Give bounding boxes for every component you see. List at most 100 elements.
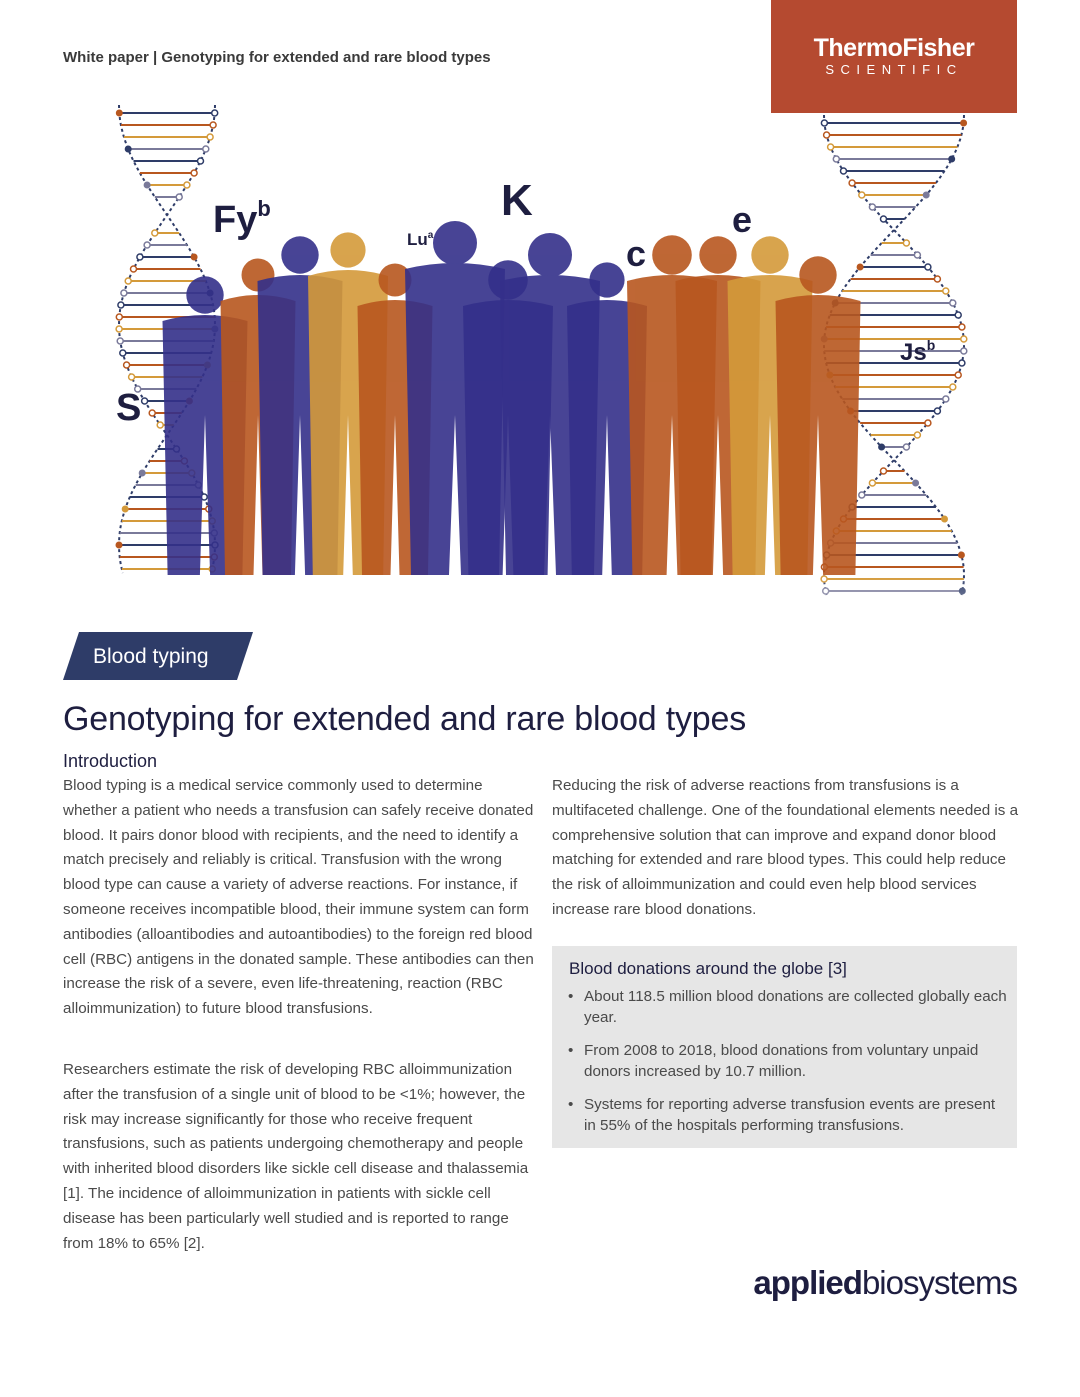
antigen-label-lua: Lua (407, 230, 434, 249)
person-head (652, 235, 692, 275)
logo-line-1: ThermoFisher (813, 34, 975, 62)
dna-node (140, 397, 149, 405)
hero-illustration: Fyb Lua K c e Jsb S (90, 104, 990, 655)
sidebar-facts-box: Blood donations around the globe [3] •Ab… (552, 946, 1017, 1148)
page-title: Genotyping for extended and rare blood t… (63, 700, 747, 738)
dna-dot (941, 515, 948, 523)
dna-node (119, 349, 127, 357)
person-silhouette (775, 256, 861, 575)
dna-node (924, 419, 932, 427)
person-body (775, 295, 861, 575)
dna-node (902, 239, 911, 247)
dna-dot (856, 263, 864, 271)
list-item: •From 2008 to 2018, blood donations from… (568, 1040, 1008, 1082)
dna-node (942, 287, 950, 295)
dna-dot (138, 469, 146, 477)
list-item: •Systems for reporting adverse transfusi… (568, 1094, 1008, 1136)
dna-dot (115, 541, 123, 549)
people-silhouettes-icon (162, 221, 861, 575)
dna-node (879, 467, 888, 475)
dna-node (832, 155, 841, 163)
person-head (528, 233, 572, 277)
dna-dot (960, 119, 968, 127)
dna-node (124, 277, 132, 285)
dna-node (933, 407, 942, 415)
dna-node (151, 229, 159, 237)
dna-node (868, 203, 877, 211)
antigen-label-e: e (732, 199, 752, 240)
dna-node (958, 359, 966, 367)
dna-node (148, 409, 156, 417)
dna-node (839, 167, 848, 175)
brand-part-2: biosystems (861, 1264, 1018, 1301)
person-head (186, 276, 224, 314)
person-head (699, 236, 737, 274)
dna-node (820, 119, 829, 127)
dna-node (902, 443, 911, 451)
dna-dot (115, 109, 123, 117)
dna-node (115, 313, 124, 321)
dna-dot (912, 479, 920, 487)
dna-node (858, 491, 866, 499)
antigen-label-k: K (501, 176, 533, 225)
sidebar-facts-heading: Blood donations around the globe [3] (569, 959, 847, 978)
dna-node (156, 421, 164, 429)
person-head (751, 236, 789, 274)
intro-paragraph-1: Blood typing is a medical service common… (63, 777, 534, 1018)
dna-node (960, 335, 968, 343)
dna-dot (124, 145, 132, 153)
intro-paragraph-3: Reducing the risk of adverse reactions f… (552, 777, 1019, 918)
dna-node (848, 179, 856, 187)
dna-node (960, 347, 968, 355)
dna-node (858, 191, 866, 199)
person-head (330, 232, 366, 268)
thermo-fisher-logo: ThermoFisher SCIENTIFIC (771, 0, 1017, 113)
dna-dot (143, 181, 151, 189)
dna-node (122, 361, 131, 369)
bullet-icon: • (568, 988, 574, 1005)
dna-dot (121, 505, 129, 513)
dna-node (822, 131, 831, 139)
person-head (281, 236, 319, 274)
dna-node (826, 143, 835, 151)
dna-node (196, 157, 205, 165)
dna-node (202, 145, 210, 153)
dna-node (924, 263, 932, 271)
person-head (433, 221, 477, 265)
dna-node (206, 133, 214, 141)
dna-node (954, 371, 962, 379)
dna-dot (878, 443, 886, 451)
person-head (378, 263, 412, 297)
list-item-text: From 2008 to 2018, blood donations from … (584, 1042, 979, 1080)
category-tag: Blood typing (63, 632, 253, 680)
antigen-label-fyb: Fyb (213, 196, 271, 241)
dna-node (879, 215, 888, 223)
applied-biosystems-logo: appliedbiosystems (700, 1264, 1018, 1302)
intro-heading: Introduction (63, 751, 158, 771)
sidebar-facts-list: •About 118.5 million blood donations are… (568, 986, 1008, 1148)
dna-dot (948, 155, 956, 163)
dna-node (954, 311, 962, 319)
dna-node (127, 373, 136, 381)
dna-dot (922, 191, 930, 199)
antigen-label-s: S (116, 387, 141, 429)
person-head (799, 256, 837, 294)
dna-dot (957, 551, 965, 559)
logo-line-2: SCIENTIFIC (825, 62, 963, 77)
dna-node (868, 479, 877, 487)
brand-part-1: applied (753, 1264, 863, 1301)
dna-node (136, 253, 144, 261)
dna-node (949, 299, 957, 307)
dna-dot (190, 253, 198, 261)
person-head (589, 262, 625, 298)
dna-node (116, 337, 124, 345)
category-tag-background (63, 632, 253, 680)
dna-node (133, 385, 142, 393)
dna-node (933, 275, 942, 283)
list-item-text: Systems for reporting adverse transfusio… (584, 1096, 996, 1134)
dna-node (175, 193, 183, 201)
category-tag-label: Blood typing (93, 645, 209, 668)
dna-node (129, 265, 138, 273)
dna-node (942, 395, 950, 403)
intro-paragraph-2: Researchers estimate the risk of develop… (63, 1061, 529, 1252)
